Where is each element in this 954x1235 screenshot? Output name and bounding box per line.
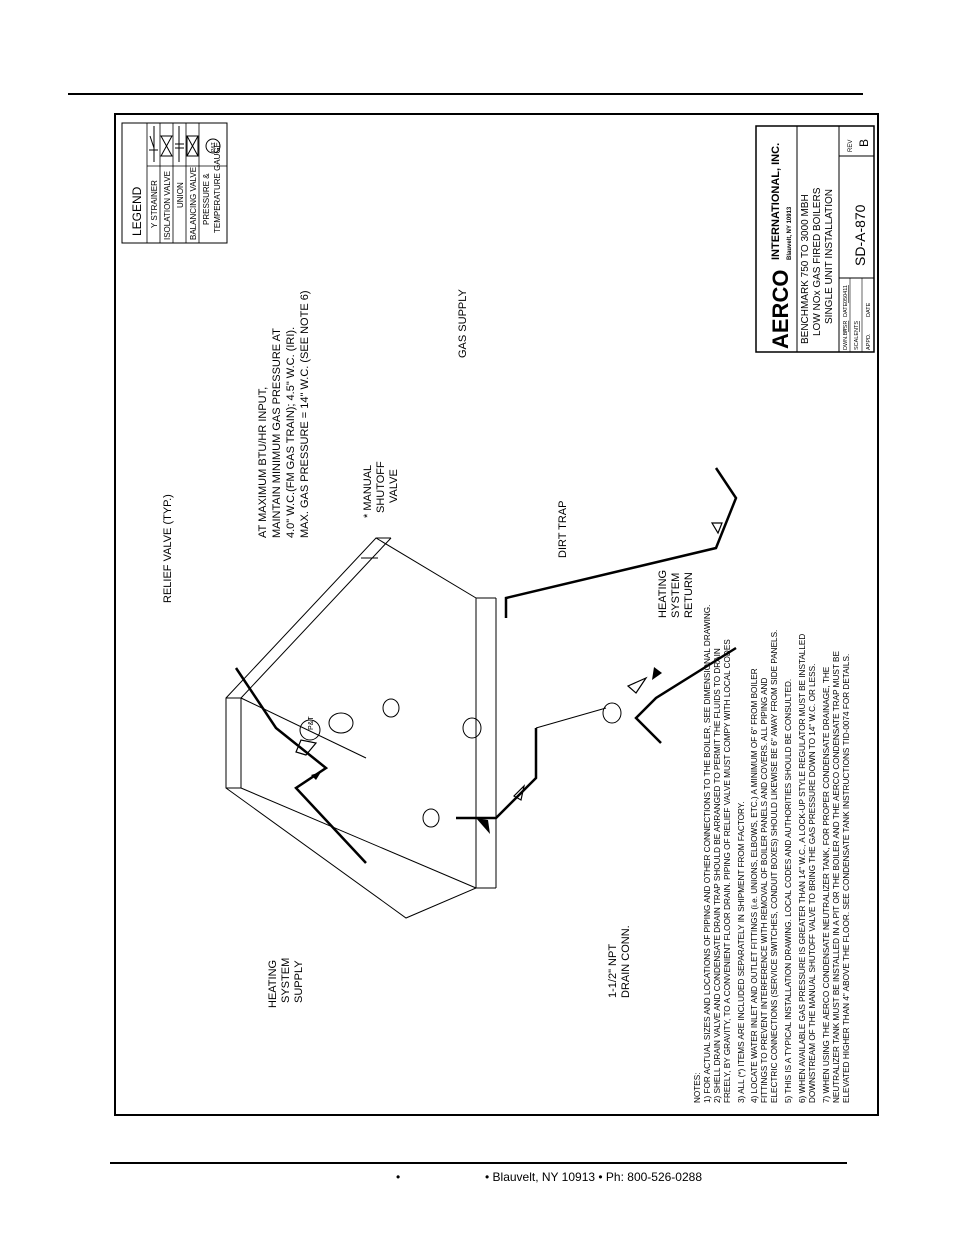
connection-circles bbox=[328, 698, 622, 828]
note-line-12: NEUTRALIZER TANK MUST BE INSTALLED IN A … bbox=[832, 651, 841, 1103]
title-line-1: BENCHMARK 750 TO 3000 MBH bbox=[800, 194, 811, 344]
heating-return-label-3: RETURN bbox=[683, 572, 695, 618]
note-line-13: ELEVATED HIGHER THAN 4" ABOVE THE FLOOR.… bbox=[842, 654, 851, 1103]
pt-gauge-icon bbox=[299, 719, 321, 741]
drawing-number: SD-A-870 bbox=[852, 204, 868, 266]
note-line-9: 6) WHEN AVAILABLE GAS PRESSURE IS GREATE… bbox=[798, 634, 807, 1103]
isolation-valve-icon bbox=[160, 135, 173, 157]
title-block: AERCO INTERNATIONAL, INC. Blauvelt, NY 1… bbox=[755, 125, 875, 353]
footer-address: • Blauvelt, NY 10913 • Ph: 800-526-0288 bbox=[485, 1170, 702, 1184]
notes-heading: NOTES: bbox=[693, 1073, 702, 1103]
appd-label: APPD. bbox=[866, 333, 872, 350]
notes-block: NOTES: 1) FOR ACTUAL SIZES AND LOCATIONS… bbox=[693, 605, 851, 1103]
heating-supply-label-3: SUPPLY bbox=[293, 960, 305, 1003]
pt-gauge-icon bbox=[205, 138, 221, 154]
aerco-logo: AERCO bbox=[768, 270, 793, 349]
note-line-7: ELECTRIC CONNECTIONS (SERVICE SWITCHES, … bbox=[770, 630, 779, 1103]
page-footer: • • Blauvelt, NY 10913 • Ph: 800-526-028… bbox=[0, 1168, 954, 1190]
title-line-2: LOW NOx GAS FIRED BOILERS bbox=[812, 187, 823, 336]
date-label: DATE bbox=[843, 302, 849, 317]
company-city: Blauvelt, NY 10913 bbox=[787, 206, 793, 260]
gas-pressure-line-3: 4.0" W.C.(FM GAS TRAIN); 4.5" W.C. (IRI)… bbox=[285, 327, 297, 538]
heating-supply-label-2: SYSTEM bbox=[280, 958, 292, 1003]
relief-valve-label: RELIEF VALVE (TYP.) bbox=[162, 494, 174, 603]
scale-value: NTS bbox=[854, 321, 860, 332]
gas-supply-label: GAS SUPPLY bbox=[457, 288, 469, 358]
dirt-trap-label: DIRT TRAP bbox=[557, 501, 569, 558]
note-line-6: FITTINGS TO PREVENT INTERFERENCE WITH RE… bbox=[760, 678, 769, 1103]
note-line-4: 3) ALL (*) ITEMS ARE INCLUDED SEPARATELY… bbox=[737, 802, 746, 1104]
drawn-by-label: DWN.BY bbox=[843, 328, 849, 350]
drain-label-1: 1-1/2" NPT bbox=[607, 944, 619, 998]
heating-return-label-2: SYSTEM bbox=[670, 573, 682, 618]
footer-rule bbox=[110, 1162, 847, 1164]
pt-label: P&T bbox=[308, 716, 315, 730]
legend-box: LEGEND Y STRAINER ISOLATION VALVE UNION … bbox=[121, 122, 228, 244]
note-line-5: 4) LOCATE WATER INLET AND OUTLET FITTING… bbox=[750, 668, 759, 1103]
balancing-valve-icon bbox=[186, 135, 199, 157]
drawn-by-value: PSR bbox=[843, 321, 849, 332]
title-line-3: SINGLE UNIT INSTALLATION bbox=[824, 189, 835, 324]
legend-label-balancing-valve: BALANCING VALVE bbox=[189, 167, 198, 240]
installation-drawing: AERCO INTERNATIONAL, INC. Blauvelt, NY 1… bbox=[114, 113, 879, 1116]
scale-label: SCALE bbox=[854, 332, 860, 350]
legend-label-union: UNION bbox=[176, 182, 185, 208]
note-line-10: DOWNSTREAM OF THE MANUAL SHUTOFF VALVE T… bbox=[808, 664, 817, 1103]
manual-shutoff-label-1: * MANUAL bbox=[362, 465, 374, 518]
gas-pressure-line-1: AT MAXIMUM BTU/HR INPUT, bbox=[257, 387, 269, 538]
heating-supply-label-1: HEATING bbox=[267, 960, 279, 1008]
legend-title: LEGEND bbox=[130, 186, 144, 236]
header-rule bbox=[68, 93, 863, 95]
rev-label: REV bbox=[848, 140, 854, 152]
footer-bullet: • bbox=[396, 1170, 401, 1184]
rev-value: B bbox=[857, 139, 871, 147]
company-name: INTERNATIONAL, INC. bbox=[770, 143, 782, 260]
heating-supply-pipe bbox=[234, 667, 367, 864]
legend-label-isolation-valve: ISOLATION VALVE bbox=[163, 171, 172, 240]
note-line-11: 7) WHEN USING THE AERCO CONDENSATE NEUTR… bbox=[822, 666, 831, 1103]
note-line-3: FREELY, BY GRAVITY, TO A CONVENIENT FLOO… bbox=[723, 639, 732, 1103]
legend-label-y-strainer: Y STRAINER bbox=[150, 180, 159, 228]
gas-pressure-line-4: MAX. GAS PRESSURE = 14" W.C. (SEE NOTE 6… bbox=[299, 291, 311, 539]
heating-return-label-1: HEATING bbox=[657, 570, 669, 618]
date-value: 050411 bbox=[843, 285, 849, 303]
legend-label-pressure: PRESSURE & bbox=[202, 173, 211, 225]
legend-label-temperature-gauge: TEMPERATURE GAUGE bbox=[213, 142, 222, 233]
drain-pipe bbox=[456, 707, 607, 834]
note-line-2: 2) SHELL DRAIN VALVE AND CONDENSATE DRAI… bbox=[713, 648, 722, 1103]
gas-supply-pipe bbox=[504, 467, 738, 618]
y-strainer-icon bbox=[149, 126, 158, 162]
legend-pt-symbol: P&T bbox=[211, 142, 217, 152]
manual-shutoff-label-3: VALVE bbox=[388, 469, 400, 503]
drain-label-2: DRAIN CONN. bbox=[620, 925, 632, 998]
manual-shutoff-label-2: SHUTOFF bbox=[375, 461, 387, 513]
union-icon bbox=[175, 126, 184, 162]
drawing-canvas: AERCO INTERNATIONAL, INC. Blauvelt, NY 1… bbox=[121, 122, 875, 1103]
note-line-1: 1) FOR ACTUAL SIZES AND LOCATIONS OF PIP… bbox=[703, 605, 712, 1103]
appd-date-label: DATE bbox=[866, 302, 872, 317]
heating-return-pipe bbox=[626, 646, 737, 744]
boiler-outline bbox=[225, 537, 497, 919]
gas-pressure-line-2: MAINTAIN MINIMUM GAS PRESSURE AT bbox=[271, 328, 283, 538]
note-line-8: 5) THIS IS A TYPICAL INSTALLATION DRAWIN… bbox=[784, 679, 793, 1103]
